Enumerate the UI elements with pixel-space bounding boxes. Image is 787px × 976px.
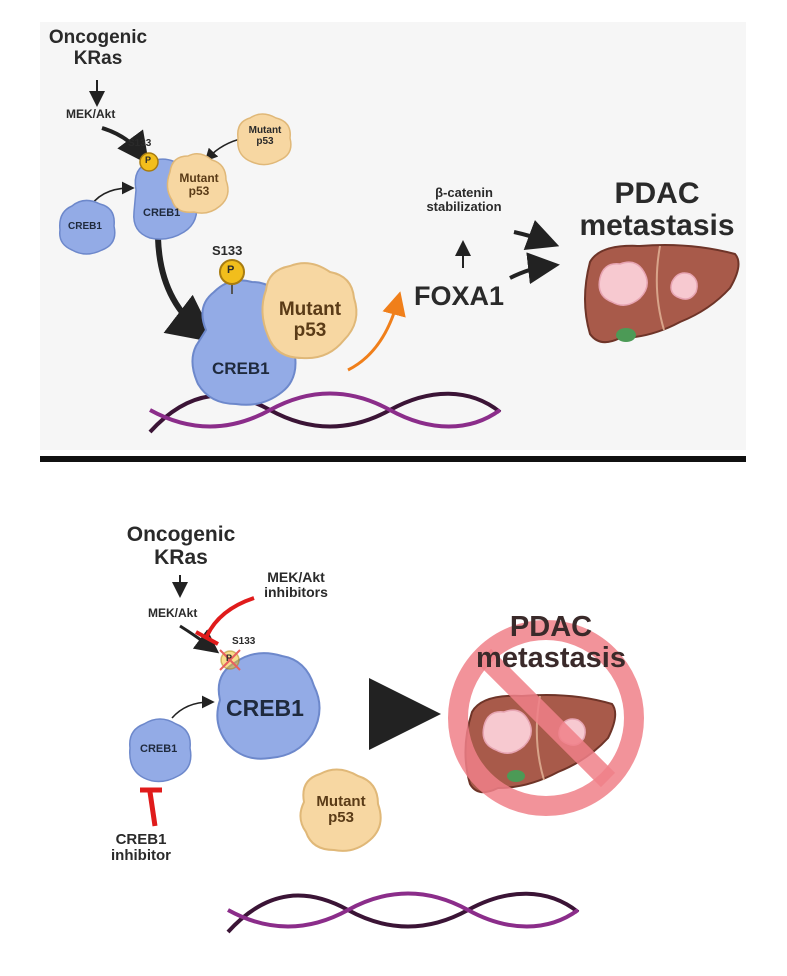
mek-akt-label-bottom: MEK/Akt xyxy=(148,606,198,620)
complex-enlarge-arrow xyxy=(155,237,217,343)
creb1-small-shape-bottom xyxy=(129,718,192,783)
s133-large-label: S133 xyxy=(212,243,243,258)
dna-helix-bottom xyxy=(226,891,580,934)
creb1-small-label-bottom: CREB1 xyxy=(140,743,178,755)
p-small-label: P xyxy=(145,155,152,165)
s133-label-bottom: S133 xyxy=(232,636,256,647)
p-label-bottom: P xyxy=(226,653,233,663)
foxa1-to-pdac-arrow xyxy=(509,252,560,285)
p53-small-bound-shape xyxy=(166,153,229,214)
creb1-small-label-top: CREB1 xyxy=(143,207,181,219)
creb1-large-label-bottom: CREB1 xyxy=(226,695,304,721)
dna-helix-top xyxy=(148,391,502,434)
foxa1-label: FOXA1 xyxy=(414,281,505,311)
creb1-activation-arrow-bottom xyxy=(171,695,215,719)
phospho-blocked-shape xyxy=(219,649,241,671)
phospho-large-shape xyxy=(219,259,245,285)
panel-divider xyxy=(40,456,746,462)
p-large-label: P xyxy=(227,264,235,276)
s133-small-label: S133 xyxy=(128,138,152,149)
p53-shape-bottom xyxy=(299,768,382,852)
catenin-to-pdac-arrow xyxy=(513,219,560,250)
p53-large-bound-shape xyxy=(261,262,358,360)
no-sign-icon xyxy=(448,620,644,816)
creb1-inhibitor-symbol xyxy=(140,787,162,827)
phospho-small-shape xyxy=(139,152,159,172)
mek-akt-inhibitor-symbol xyxy=(195,596,255,646)
mek-to-creb1-arrow xyxy=(101,126,150,165)
creb1-free-shape xyxy=(59,199,116,255)
mek-akt-label-top: MEK/Akt xyxy=(66,107,116,121)
creb1-free-label: CREB1 xyxy=(68,221,102,232)
creb1-large-label-top: CREB1 xyxy=(212,359,270,378)
liver-top-icon xyxy=(584,244,740,344)
p53-free-shape xyxy=(237,113,292,166)
transcription-arrow xyxy=(347,291,406,372)
mek-to-creb1-arrow-bottom xyxy=(179,624,220,654)
